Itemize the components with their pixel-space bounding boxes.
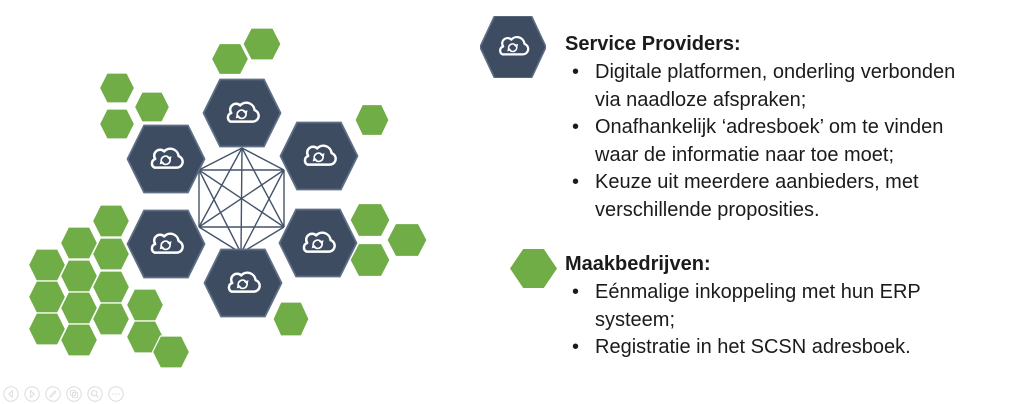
company-hex [98,72,136,104]
service-provider-hex [279,121,359,191]
see-all-slides-icon [70,390,78,398]
more-options-button[interactable] [108,386,124,402]
company-hex [210,42,250,76]
company-hex [151,335,191,369]
service-provider-hex [126,124,206,194]
company-hex [59,323,99,357]
service-provider-hexes [126,78,359,318]
pen-icon [49,390,57,398]
pen-button[interactable] [45,386,61,402]
mesh-edge [198,169,285,228]
mesh-edge [240,169,285,254]
mesh-edge [241,147,285,228]
slideshow-controls [3,386,124,402]
company-hex [91,302,131,336]
company-hex [91,270,131,304]
mesh-edge [198,147,243,171]
mesh-edge [241,147,285,171]
company-hex [349,202,391,238]
company-hex [272,301,310,337]
previous-icon [8,389,13,399]
mesh-edge [198,169,242,254]
service-provider-hex [202,78,282,148]
service-provider-hex [278,208,358,278]
company-hex [349,242,391,278]
company-hex [125,288,165,322]
service-provider-hex [203,248,283,318]
company-hex [242,27,282,61]
next-slide-button[interactable] [24,386,40,402]
company-hex [91,237,131,271]
see-all-slides-button[interactable] [66,386,82,402]
more-options-icon [112,393,120,395]
next-icon [30,389,35,399]
company-hex [354,103,390,137]
mesh-edge [240,147,243,254]
service-provider-hex [126,209,206,279]
zoom-icon [91,390,99,398]
company-hex [91,204,131,238]
company-hex [386,222,428,258]
mesh-edges [198,147,285,254]
company-hex [98,108,136,140]
mesh-edge [198,147,243,228]
previous-slide-button[interactable] [3,386,19,402]
company-hexes [27,27,428,369]
company-hex [133,91,171,123]
zoom-button[interactable] [87,386,103,402]
